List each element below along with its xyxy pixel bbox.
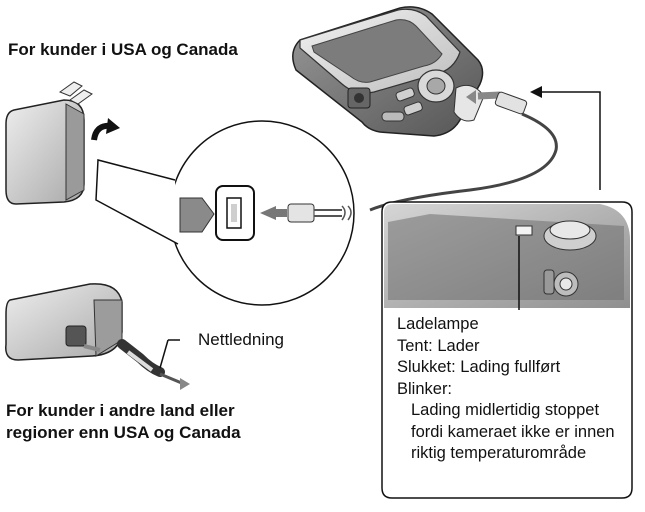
usb-connection-magnifier <box>95 120 355 306</box>
lamp-blinking-desc-2: fordi kameraet ikke er innen <box>411 422 615 441</box>
charge-lamp-legend: Ladelampe Tent: Lader Slukket: Lading fu… <box>397 314 643 465</box>
lamp-on-text: Tent: Lader <box>397 336 480 355</box>
ac-adapter-usa <box>5 81 120 205</box>
lamp-blinking-desc-1: Lading midlertidig stoppet <box>411 401 600 419</box>
ac-adapter-other <box>5 283 190 390</box>
pointer-line <box>540 91 601 190</box>
heading-other-line-2: regioner enn USA og Canada <box>6 423 241 442</box>
charge-lamp-icon <box>515 225 533 236</box>
lamp-blinking-text: Blinker: <box>397 379 453 398</box>
lamp-closeup <box>381 201 633 499</box>
heading-other-line-1: For kunder i andre land eller <box>6 401 235 420</box>
heading-usa-canada: For kunder i USA og Canada <box>8 40 238 59</box>
lamp-blinking-desc-3: riktig temperaturområde <box>411 444 587 462</box>
lamp-off-text: Slukket: Lading fullført <box>397 358 561 376</box>
power-cord-label: Nettledning <box>198 330 285 349</box>
heading-other-regions: For kunder i andre land eller regioner e… <box>6 400 241 444</box>
lamp-title: Ladelampe <box>397 315 479 333</box>
usb-plug-camera <box>369 91 558 212</box>
camera-illustration <box>292 6 485 137</box>
insert-arrow <box>477 91 501 100</box>
